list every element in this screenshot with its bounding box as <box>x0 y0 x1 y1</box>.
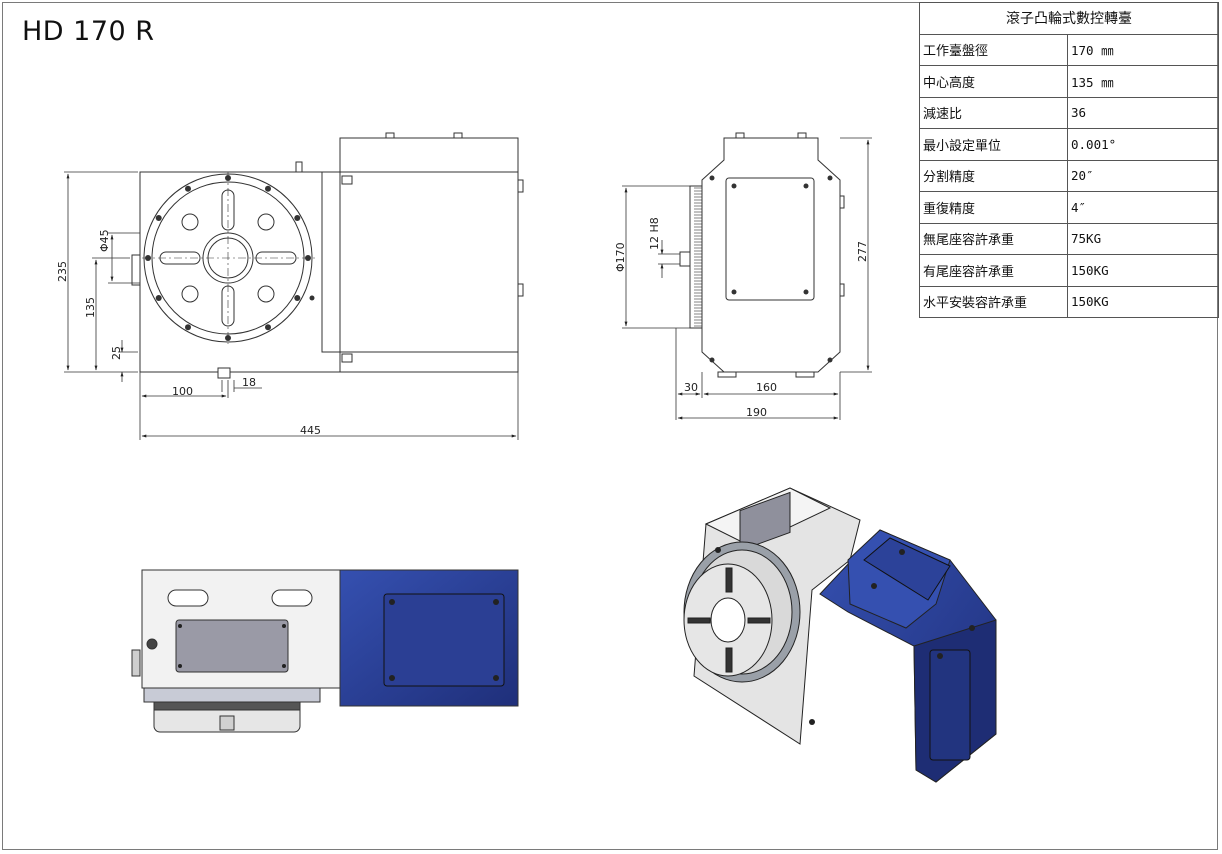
front-housing <box>139 171 341 373</box>
dim-100: 100 <box>172 385 193 398</box>
dim-445: 445 <box>300 424 321 437</box>
dim-135: 135 <box>84 297 97 318</box>
dim-235: 235 <box>56 261 69 282</box>
front-dimensions <box>64 171 519 440</box>
isometric-render <box>683 487 997 783</box>
model-title: HD 170 R <box>22 16 155 47</box>
dim-bore-45: Φ45 <box>98 229 111 252</box>
spec-value: 75KG <box>1067 222 1219 255</box>
spec-label: 水平安裝容許承重 <box>919 285 1068 318</box>
dim-25: 25 <box>110 346 123 360</box>
spec-value: 150KG <box>1067 254 1219 287</box>
spec-value: 170 ㎜ <box>1067 33 1219 66</box>
side-view <box>679 132 845 378</box>
dim-277: 277 <box>856 241 869 262</box>
spec-value: 150KG <box>1067 285 1219 318</box>
spec-label: 減速比 <box>919 96 1068 129</box>
side-cover-plate <box>725 177 815 301</box>
dim-160: 160 <box>756 381 777 394</box>
spec-value: 135 ㎜ <box>1067 65 1219 98</box>
front-view <box>131 132 524 379</box>
dim-18: 18 <box>242 376 256 389</box>
dim-12h8: 12 H8 <box>648 217 661 250</box>
spec-value: 0.001° <box>1067 128 1219 161</box>
front-motor-box <box>339 137 519 373</box>
dim-table-170: Φ170 <box>614 242 627 272</box>
side-dimensions <box>622 137 872 420</box>
top-view-render <box>131 569 519 733</box>
spec-value: 20″ <box>1067 159 1219 192</box>
dim-30: 30 <box>684 381 698 394</box>
spec-label: 分割精度 <box>919 159 1068 192</box>
dim-190: 190 <box>746 406 767 419</box>
